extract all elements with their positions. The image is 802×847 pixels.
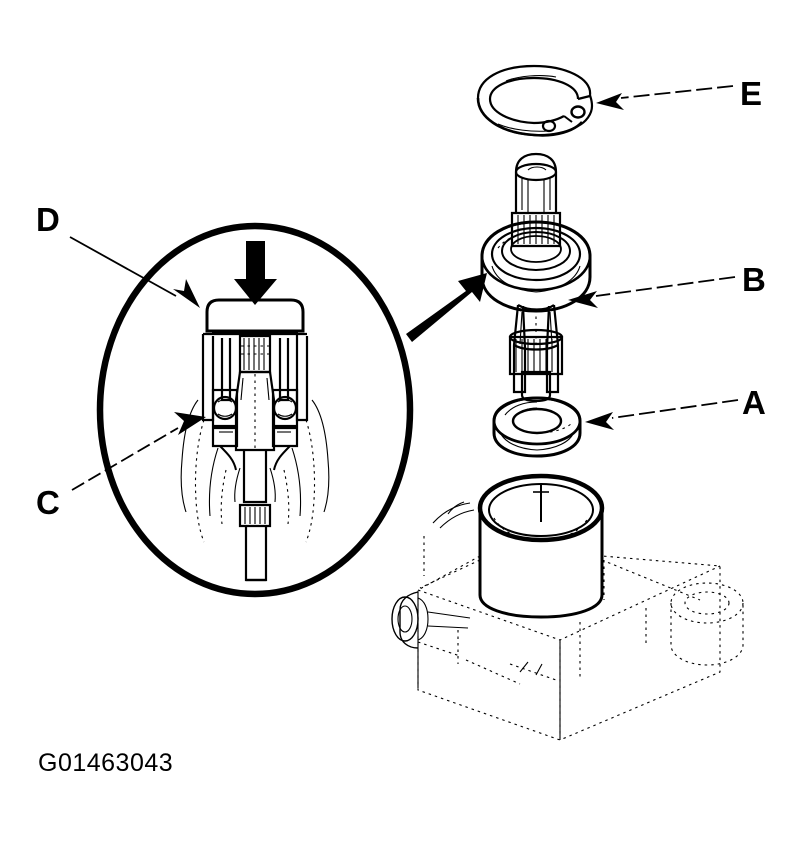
leader-line-d — [69, 236, 200, 308]
gear-housing — [391, 473, 744, 741]
callout-letter-a: A — [742, 384, 766, 421]
leader-line-a — [585, 399, 739, 430]
detail-circle-cross-section — [96, 222, 414, 598]
callout-letter-d: D — [36, 201, 60, 238]
pinion-shaft-with-bearing — [480, 152, 592, 403]
leader-line-b — [568, 276, 736, 308]
detail-circle-border — [96, 222, 414, 598]
callout-letter-e: E — [740, 75, 762, 112]
callout-letter-c: C — [36, 484, 60, 521]
snap-ring-circlip — [476, 64, 594, 137]
press-direction-arrow — [234, 241, 277, 305]
figure-id-label: G01463043 — [38, 749, 173, 777]
callout-letter-b: B — [742, 261, 766, 298]
oil-seal-ring — [492, 396, 582, 458]
leader-line-e — [596, 85, 734, 110]
leader-line-c — [71, 412, 206, 491]
magnify-arrow — [406, 273, 487, 342]
leader-lines — [69, 85, 739, 491]
bearing-balls — [211, 388, 299, 428]
